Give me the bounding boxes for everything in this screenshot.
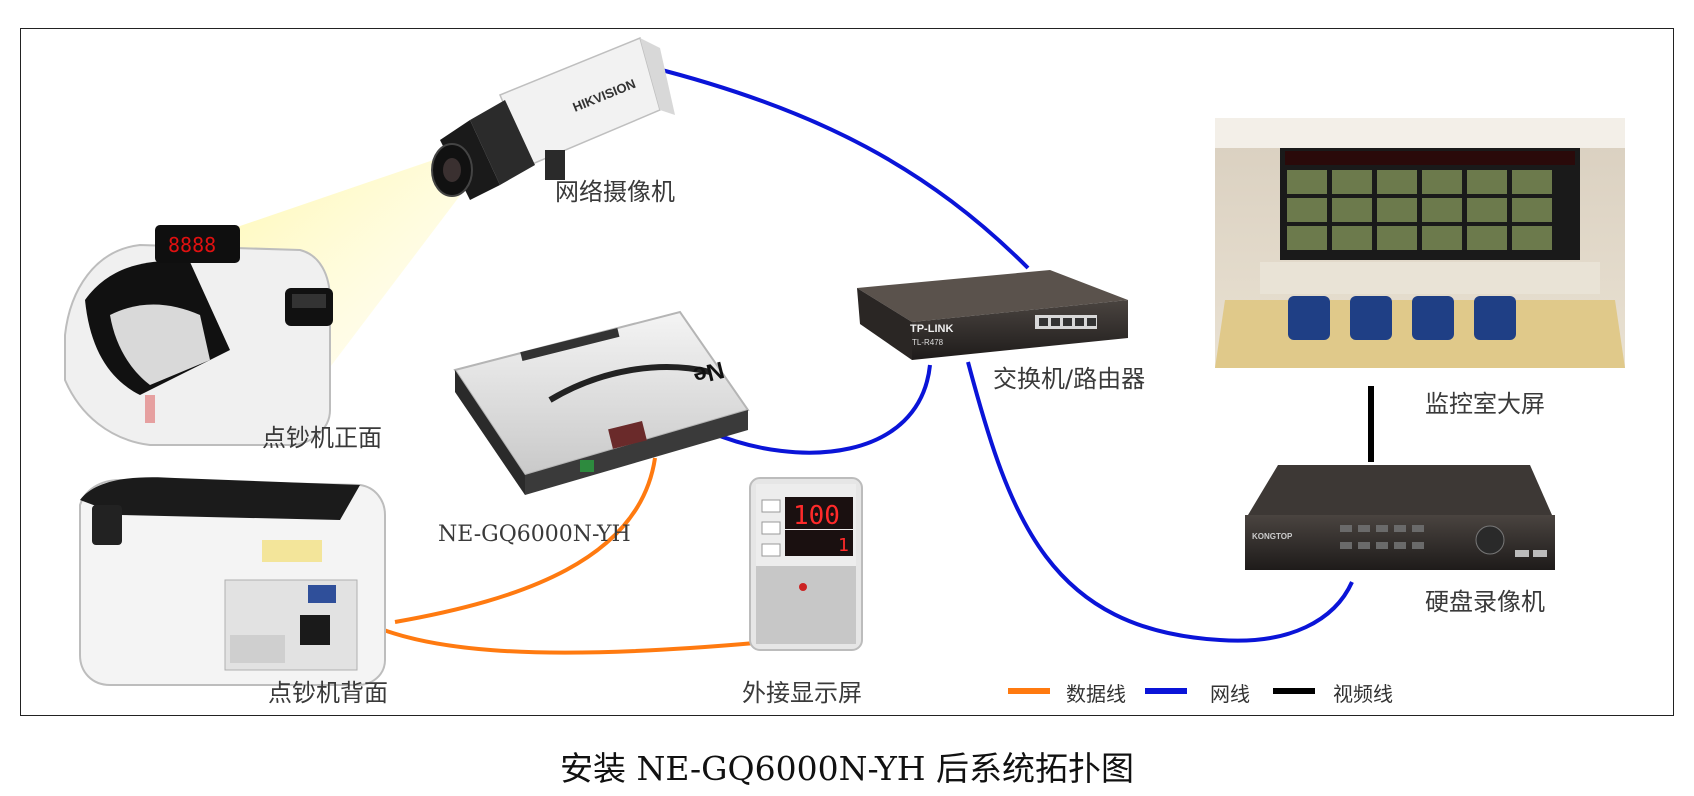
data-cable-counter-display — [328, 596, 756, 655]
switch-model-text: TL-R478 — [912, 338, 944, 347]
display-sub-value: 1 — [838, 535, 849, 556]
diagram-caption: 安装 NE-GQ6000N-YH 后系统拓扑图 — [559, 749, 1135, 788]
dvr-brand-text: KONGTOP — [1252, 532, 1293, 541]
monitor-room-label: 监控室大屏 — [1425, 390, 1545, 418]
camera-label: 网络摄像机 — [555, 178, 675, 206]
counter-front-label: 点钞机正面 — [262, 424, 382, 452]
data-cable-device-counter — [394, 457, 657, 624]
device-label: NE-GQ6000N-YH — [438, 522, 631, 547]
dvr-label: 硬盘录像机 — [1425, 588, 1545, 616]
ne-device-icon: Ne — [453, 310, 750, 495]
counter-front-icon: 8888 — [64, 225, 333, 446]
legend-video-label: 视频线 — [1333, 682, 1393, 706]
display-main-value: 100 — [793, 501, 840, 531]
external-display-icon: 100 1 — [749, 477, 863, 651]
switch-brand-text: TP-LINK — [910, 323, 953, 335]
legend-data-label: 数据线 — [1066, 682, 1126, 706]
dvr-icon: KONGTOP — [1245, 465, 1555, 570]
diagram-frame — [20, 28, 1674, 716]
counter-back-label: 点钞机背面 — [268, 679, 388, 707]
network-cable-camera-switch — [649, 65, 1030, 270]
monitoring-room-image — [1215, 118, 1625, 368]
legend-network-label: 网线 — [1210, 682, 1250, 706]
display-label: 外接显示屏 — [742, 679, 862, 707]
network-cable-device-switch — [709, 364, 932, 455]
switch-router-icon: TP-LINK TL-R478 — [857, 270, 1128, 360]
network-camera-icon: HIKVISION — [431, 36, 675, 200]
legend-data-line — [1008, 688, 1050, 694]
legend-video-line — [1273, 688, 1315, 694]
network-cable-switch-dvr — [966, 361, 1354, 643]
switch-label: 交换机/路由器 — [993, 365, 1146, 393]
counter-back-icon — [79, 477, 386, 686]
legend-network-line — [1145, 688, 1187, 694]
counter-front-display-text: 8888 — [168, 233, 216, 257]
